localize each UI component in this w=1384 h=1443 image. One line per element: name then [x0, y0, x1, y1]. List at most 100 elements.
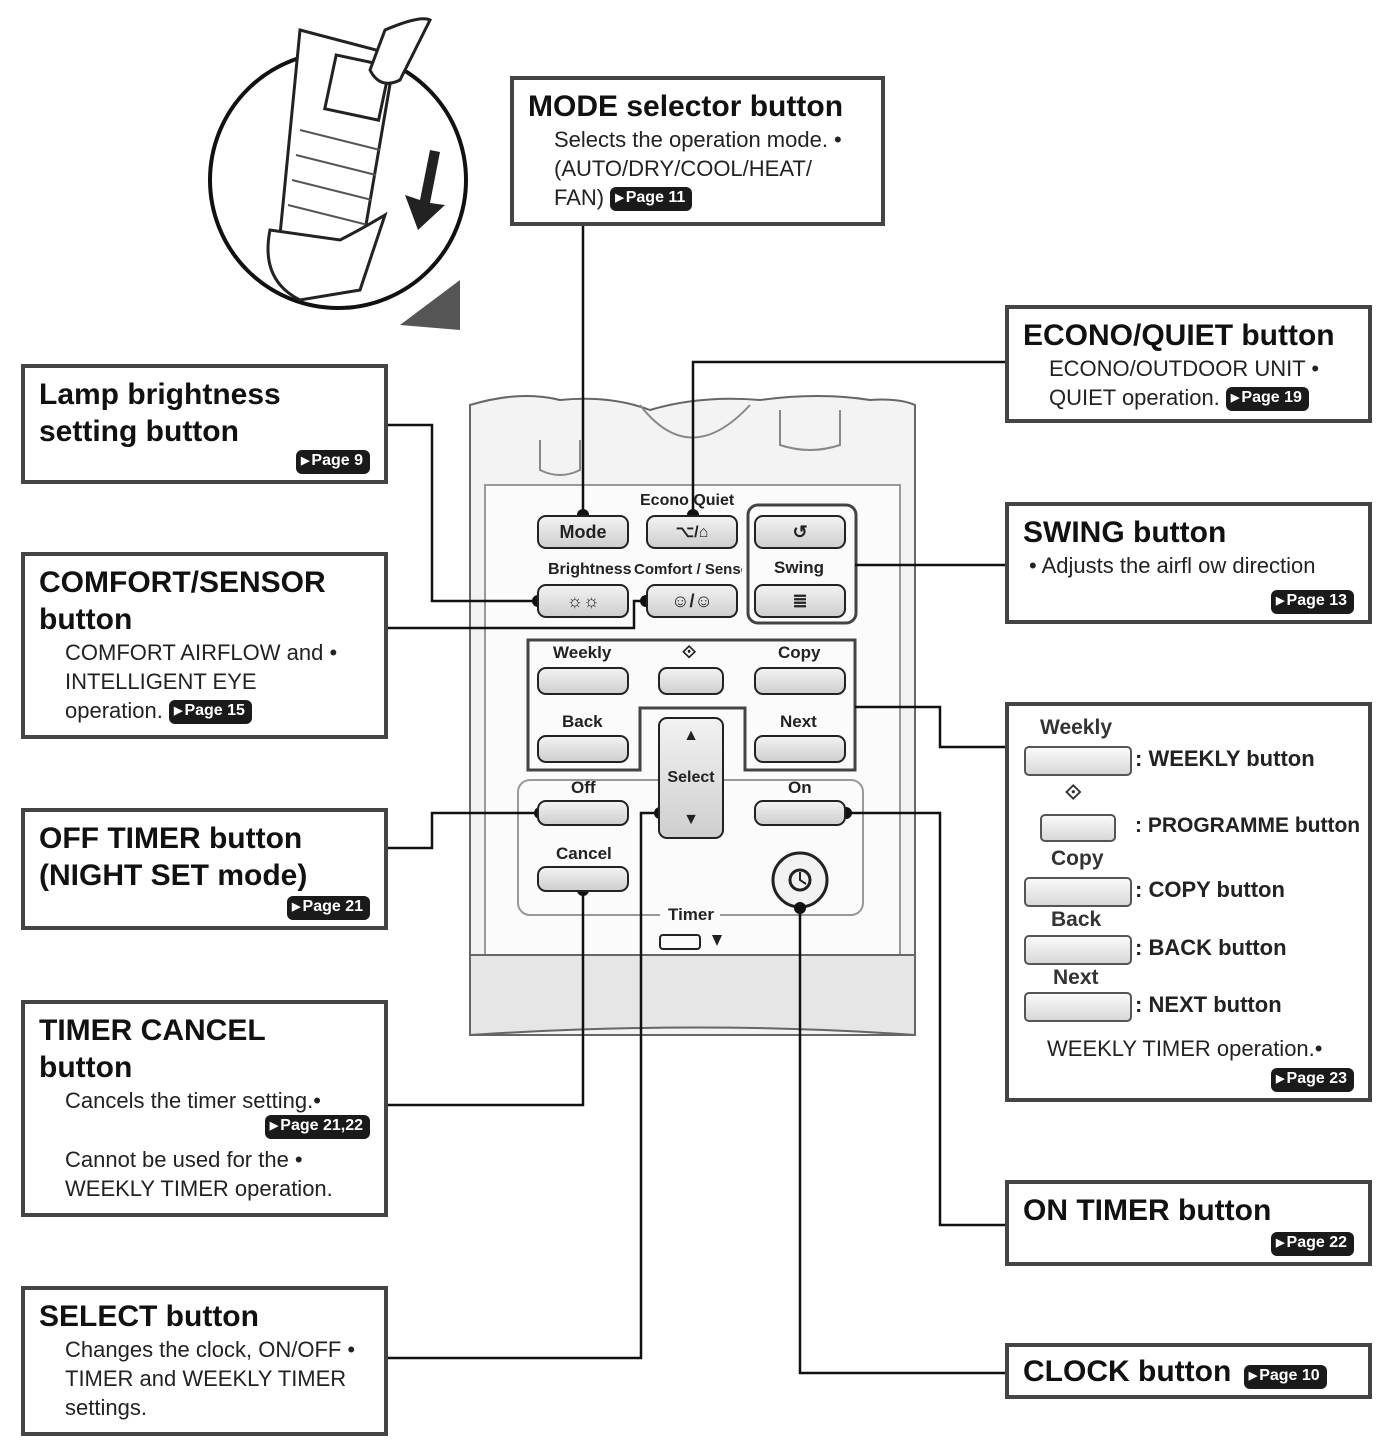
copy-key-description: : COPY button — [1135, 877, 1285, 902]
next-key-label: Next — [1053, 966, 1099, 989]
copy-key-label: Copy — [1051, 847, 1104, 870]
page-reference-badge: Page 11 — [610, 187, 693, 212]
programme-icon: ⟐ — [682, 642, 697, 662]
callout-title: setting button — [39, 415, 239, 448]
callout-text: FAN) — [554, 185, 605, 210]
callout-title: TIMER CANCEL — [39, 1014, 266, 1047]
econo-quiet-callout: ECONO/QUIET button ECONO/OUTDOOR UNIT • … — [1005, 305, 1372, 423]
next-key — [1024, 992, 1132, 1022]
timer-label: Timer — [668, 905, 714, 924]
page-reference-badge: Page 10 — [1243, 1364, 1327, 1389]
person-sensor-icon: ☺/☺ — [671, 590, 713, 611]
mode-button[interactable]: Mode — [537, 515, 629, 549]
page-reference-badge: Page 23 — [1271, 1068, 1354, 1092]
select-button[interactable]: ▲ Select ▼ — [658, 717, 724, 839]
callout-title: Lamp brightness — [39, 378, 281, 411]
next-key-description: : NEXT button — [1135, 992, 1282, 1017]
callout-text: WEEKLY TIMER operation.• — [1047, 1036, 1323, 1061]
clock-callout: CLOCK button Page 10 — [1005, 1343, 1372, 1399]
on-label: On — [788, 778, 812, 797]
page-reference-badge: Page 9 — [295, 450, 370, 474]
callout-text: COMFORT AIRFLOW and • — [65, 640, 338, 665]
programme-icon: ⟐ — [1065, 781, 1082, 804]
callout-title: SELECT button — [39, 1300, 259, 1333]
callout-text: Changes the clock, ON/OFF • — [65, 1337, 356, 1362]
callout-text: QUIET operation. — [1049, 385, 1220, 410]
callout-text: settings. — [65, 1395, 147, 1420]
back-key — [1024, 935, 1132, 965]
off-timer-button[interactable] — [537, 800, 629, 826]
swing-vertical-button[interactable]: ↺ — [754, 515, 846, 549]
brightness-button[interactable]: ☼☼ — [537, 584, 629, 618]
page-reference-badge: Page 19 — [1225, 387, 1309, 412]
callout-title: SWING button — [1023, 516, 1227, 549]
swing-horizontal-button[interactable]: ≣ — [754, 584, 846, 618]
swing-callout: SWING button • Adjusts the airfl ow dire… — [1005, 502, 1372, 624]
programme-key-description: : PROGRAMME button — [1135, 814, 1361, 837]
lamp-brightness-callout: Lamp brightness setting button Page 9 — [21, 364, 388, 484]
callout-title: COMFORT/SENSOR — [39, 566, 326, 599]
callout-text: (AUTO/DRY/COOL/HEAT/ — [554, 156, 812, 181]
on-timer-button[interactable] — [754, 800, 846, 826]
econo-quiet-label: Econo Quiet — [640, 492, 735, 509]
cancel-label: Cancel — [556, 844, 612, 863]
callout-title: button — [39, 1051, 133, 1084]
callout-title: ON TIMER button — [1023, 1194, 1272, 1227]
clock-button[interactable] — [773, 853, 827, 907]
on-timer-callout: ON TIMER button Page 22 — [1005, 1180, 1372, 1266]
copy-key — [1024, 877, 1132, 907]
page-reference-badge: Page 21,22 — [264, 1115, 370, 1139]
back-label: Back — [562, 712, 603, 731]
page-reference-badge: Page 22 — [1271, 1232, 1354, 1256]
callout-title: CLOCK button — [1023, 1355, 1232, 1388]
select-callout: SELECT button Changes the clock, ON/OFF … — [21, 1286, 388, 1436]
connector-lines — [388, 224, 1005, 1375]
callout-title: OFF TIMER button — [39, 822, 303, 855]
callout-title: (NIGHT SET mode) — [39, 859, 308, 892]
off-timer-callout: OFF TIMER button (NIGHT SET mode) Page 2… — [21, 808, 388, 930]
weekly-key — [1024, 746, 1132, 776]
swing-label: Swing — [774, 558, 825, 577]
next-button[interactable] — [754, 735, 846, 763]
page-reference-badge: Page 13 — [1271, 590, 1354, 614]
callout-title: ECONO/QUIET button — [1023, 319, 1335, 352]
callout-title: MODE selector button — [528, 90, 844, 123]
sun-icon: ☼☼ — [566, 590, 600, 611]
comfort-sensor-button[interactable]: ☺/☺ — [646, 584, 738, 618]
callout-text: INTELLIGENT EYE — [65, 669, 257, 694]
next-label: Next — [780, 712, 817, 731]
callout-text: WEEKLY TIMER operation. — [65, 1176, 333, 1201]
hand-holding-remote-illustration — [208, 17, 468, 330]
horizontal-swing-icon: ≣ — [792, 590, 808, 611]
callout-text: Selects the operation mode. • — [554, 127, 842, 152]
econo-quiet-icon: ⌥/⌂ — [675, 524, 709, 541]
copy-label: Copy — [778, 643, 821, 662]
off-label: Off — [571, 778, 596, 797]
callout-title: button — [39, 603, 133, 636]
down-arrow-icon: ▼ — [683, 811, 699, 828]
econo-quiet-button[interactable]: ⌥/⌂ — [646, 515, 738, 549]
page-reference-badge: Page 15 — [168, 700, 252, 725]
programme-button[interactable] — [658, 667, 724, 695]
timer-cancel-button[interactable] — [537, 866, 629, 892]
weekly-button[interactable] — [537, 667, 629, 695]
programme-key — [1040, 814, 1116, 842]
page-reference-badge: Page 21 — [287, 896, 370, 920]
brightness-label: Brightness — [548, 561, 632, 578]
back-key-description: : BACK button — [1135, 935, 1287, 960]
callout-text: operation. — [65, 698, 163, 723]
callout-text: • Adjusts the airfl ow direction — [1029, 553, 1316, 578]
callout-text: TIMER and WEEKLY TIMER — [65, 1366, 347, 1391]
copy-button[interactable] — [754, 667, 846, 695]
weekly-callout: Weekly : WEEKLY button ⟐ : PROGRAMME but… — [1005, 702, 1372, 1102]
timer-cancel-callout: TIMER CANCEL button Cancels the timer se… — [21, 1000, 388, 1217]
callout-text: Cancels the timer setting.• — [65, 1088, 321, 1113]
callout-text: ECONO/OUTDOOR UNIT • — [1049, 356, 1320, 381]
comfort-sensor-label: Comfort / Sensor — [634, 561, 742, 578]
back-key-label: Back — [1051, 908, 1102, 931]
mode-selector-callout: MODE selector button Selects the operati… — [510, 76, 885, 226]
select-label: Select — [667, 769, 715, 786]
comfort-sensor-callout: COMFORT/SENSOR button COMFORT AIRFLOW an… — [21, 552, 388, 739]
vertical-swing-icon: ↺ — [792, 521, 808, 542]
back-button[interactable] — [537, 735, 629, 763]
